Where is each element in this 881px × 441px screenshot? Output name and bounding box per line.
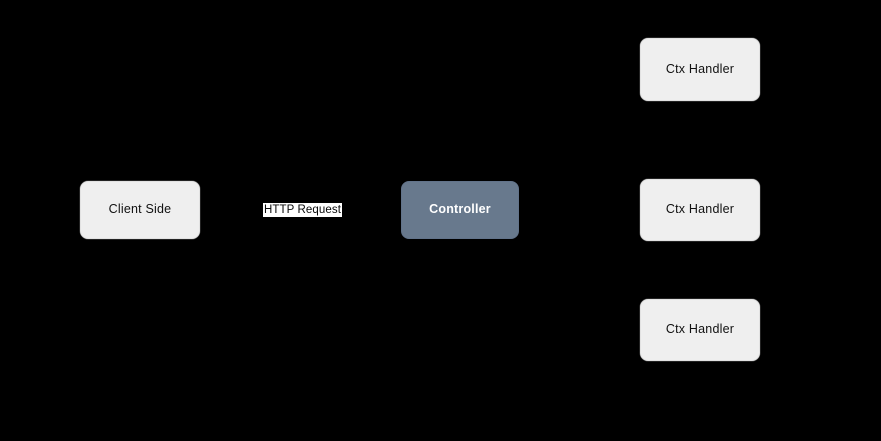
node-ctx-handler-2-label: Ctx Handler	[665, 202, 735, 217]
node-ctx-handler-3-label: Ctx Handler	[665, 322, 735, 337]
edge-label-http-request[interactable]: HTTP Request	[263, 203, 343, 217]
node-ctx-handler-3[interactable]: Ctx Handler	[640, 299, 760, 361]
node-controller-label: Controller	[429, 202, 491, 217]
node-ctx-handler-1[interactable]: Ctx Handler	[640, 38, 760, 101]
node-controller[interactable]: Controller	[401, 181, 519, 239]
node-client-side[interactable]: Client Side	[80, 181, 200, 239]
node-client-side-label: Client Side	[108, 202, 172, 217]
edge-label-http-request-text: HTTP Request	[264, 204, 342, 216]
node-ctx-handler-2[interactable]: Ctx Handler	[640, 179, 760, 241]
node-ctx-handler-1-label: Ctx Handler	[665, 61, 735, 76]
